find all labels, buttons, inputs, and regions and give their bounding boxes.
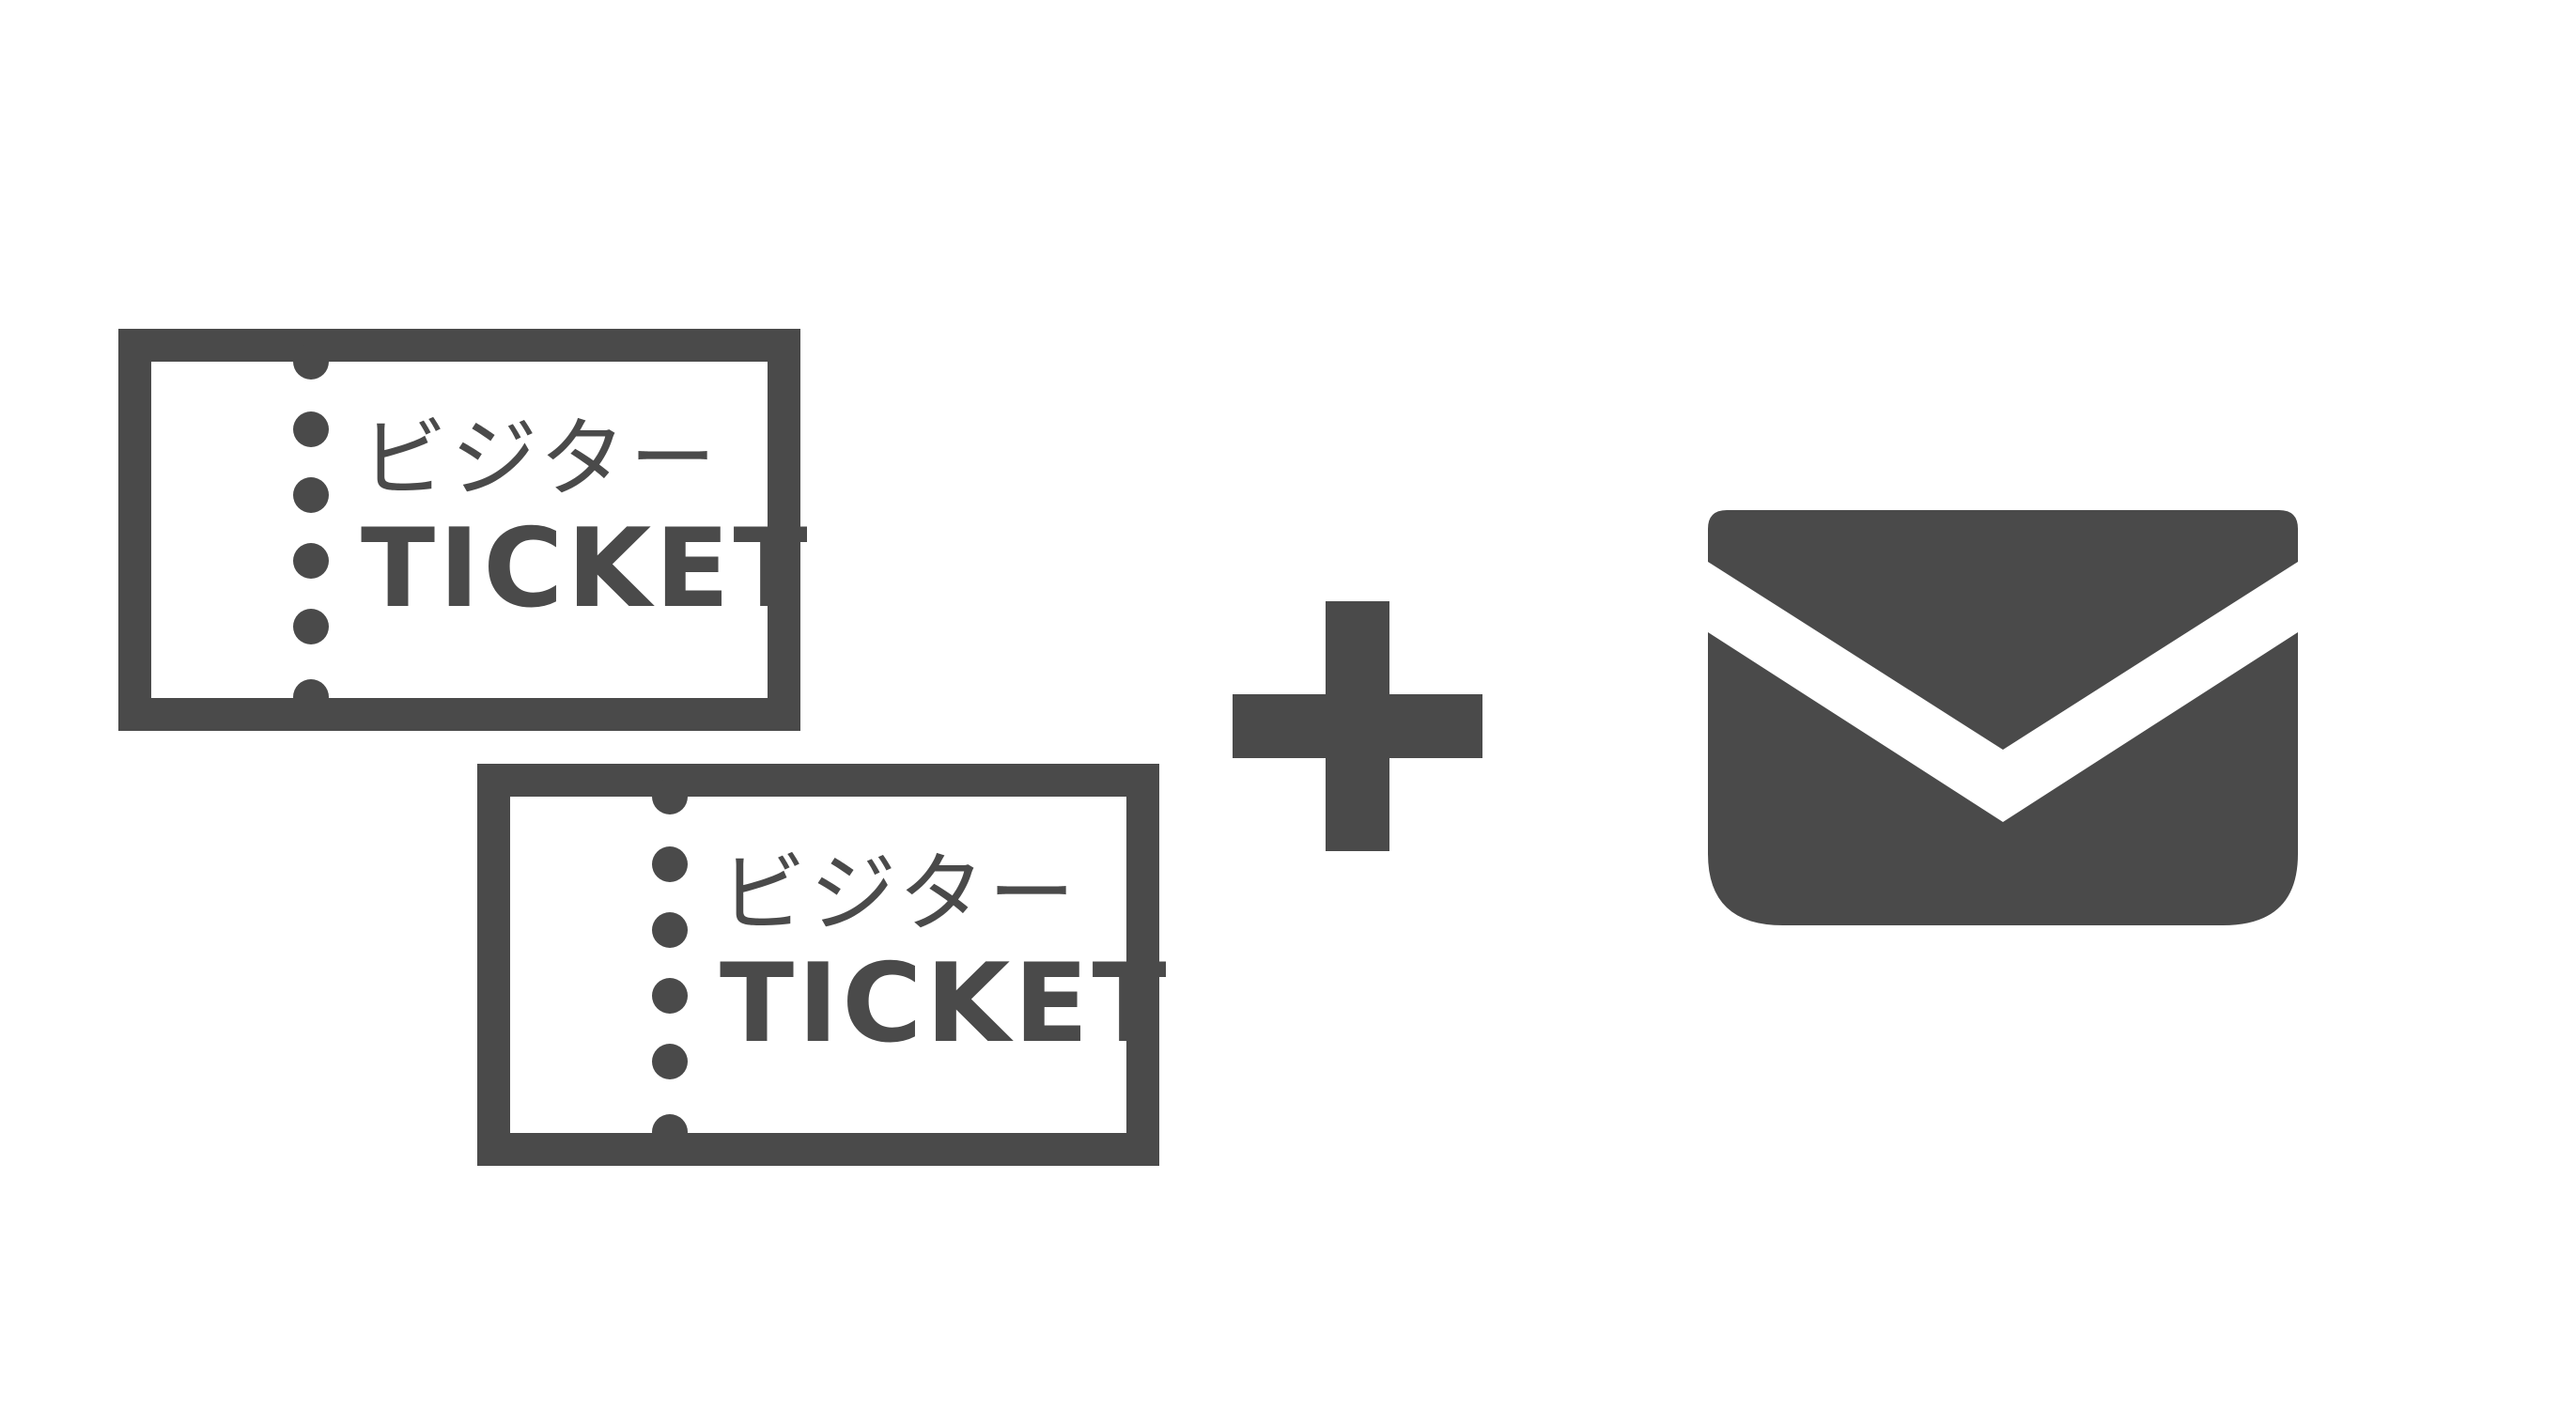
perforation-dot — [652, 978, 688, 1014]
ticket-word-text: TICKET — [720, 940, 1171, 1067]
perforation — [293, 344, 331, 715]
mail-body — [1708, 632, 2298, 925]
perforation — [652, 779, 690, 1150]
ticket-kana-text: ビジター — [720, 844, 1079, 944]
mail-flap — [1708, 510, 2298, 750]
ticket-kana-text: ビジター — [361, 409, 721, 509]
perforation-notch — [652, 779, 688, 814]
plus-icon — [1233, 601, 1482, 851]
ticket-icon: ビジター TICKET — [118, 329, 812, 731]
ticket-word-text: TICKET — [361, 505, 812, 632]
perforation-notch — [293, 344, 329, 380]
perforation-dot — [293, 543, 329, 579]
plus-vertical-bar — [1326, 601, 1389, 851]
ticket-label: ビジター TICKET — [720, 844, 1171, 1067]
perforation-dot — [293, 609, 329, 644]
perforation-dot — [652, 846, 688, 882]
perforation-dot — [652, 912, 688, 948]
perforation-notch — [652, 1114, 688, 1150]
perforation-notch — [293, 679, 329, 715]
perforation-dot — [293, 411, 329, 447]
mail-icon — [1708, 510, 2298, 925]
perforation-dot — [293, 477, 329, 513]
ticket-label: ビジター TICKET — [361, 409, 812, 632]
perforation-dot — [652, 1044, 688, 1079]
ticket-icon: ビジター TICKET — [477, 764, 1171, 1166]
